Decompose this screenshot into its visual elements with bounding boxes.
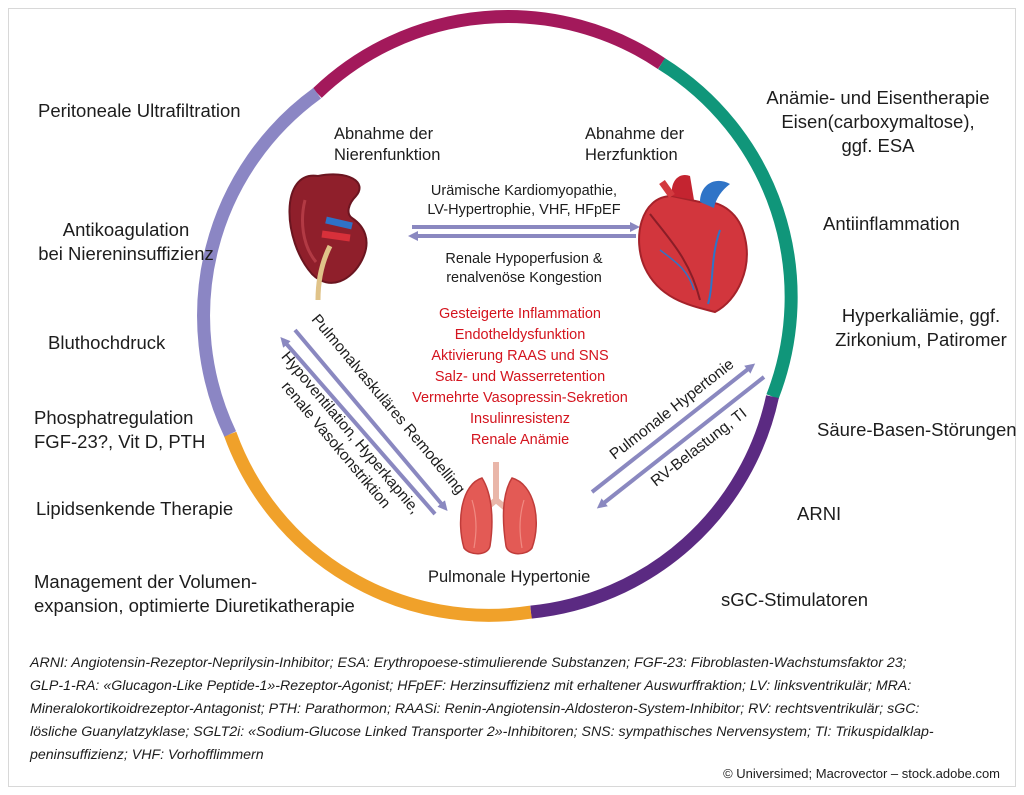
heart-icon bbox=[638, 174, 748, 314]
ring-segment-right-upper bbox=[658, 58, 798, 399]
label-arni: ARNI bbox=[797, 503, 842, 524]
mechanism-item: Aktivierung RAAS und SNS bbox=[431, 348, 609, 364]
label-saeure-basen: Säure-Basen-Störungen bbox=[817, 419, 1017, 440]
ring-segment-top bbox=[312, 10, 666, 98]
label-hyperkaliaemie: Hyperkaliämie, ggf.Zirkonium, Patiromer bbox=[835, 305, 1007, 350]
mechanism-item: Salz- und Wasserretention bbox=[434, 369, 606, 385]
ring-segment-bottom-left bbox=[224, 431, 532, 622]
arrow-lung-to-heart bbox=[590, 363, 756, 494]
copyright-notice: © Universimed; Macrovector – stock.adobe… bbox=[723, 766, 1000, 781]
label-peritoneale-ultrafiltration: Peritoneale Ultrafiltration bbox=[38, 100, 241, 121]
kidney-icon bbox=[288, 173, 368, 301]
label-lipidsenkende-therapie: Lipidsenkende Therapie bbox=[36, 498, 234, 519]
mechanism-item: Insulinresistenz bbox=[470, 411, 570, 427]
abbreviations-footnote: ARNI: Angiotensin-Rezeptor-Neprilysin-In… bbox=[30, 655, 934, 763]
mechanism-item: Renale Anämie bbox=[470, 432, 570, 448]
label-sgc-stimulatoren: sGC-Stimulatoren bbox=[721, 589, 869, 610]
mechanism-item: Vermehrte Vasopressin-Sekretion bbox=[412, 390, 628, 406]
center-mechanisms: Gesteigerte Inflammation Endotheldysfunk… bbox=[380, 304, 660, 451]
label-bluthochdruck: Bluthochdruck bbox=[48, 332, 166, 353]
figure-frame bbox=[8, 8, 1016, 787]
mechanism-item: Endotheldysfunktion bbox=[454, 327, 586, 343]
label-antiinflammation: Antiinflammation bbox=[823, 213, 960, 234]
arrow-lung-to-kidney bbox=[280, 336, 437, 516]
mechanism-item: Gesteigerte Inflammation bbox=[439, 306, 601, 322]
ring-segment-left bbox=[197, 87, 322, 437]
lungs-icon bbox=[459, 462, 537, 555]
arrow-text-kidney-to-heart: Urämische Kardiomyopathie,LV-Hypertrophi… bbox=[427, 183, 621, 218]
organ-label-lung: Pulmonale Hypertonie bbox=[428, 568, 591, 586]
ring-segment-right-lower bbox=[530, 395, 779, 619]
arrow-text-heart-to-kidney: Renale Hypoperfusion &renalvenöse Konges… bbox=[445, 251, 603, 286]
arrow-kidney-to-lung bbox=[293, 328, 448, 512]
label-volumenmanagement: Management der Volumen-expansion, optimi… bbox=[34, 571, 355, 616]
arrow-heart-to-lung bbox=[596, 375, 766, 509]
